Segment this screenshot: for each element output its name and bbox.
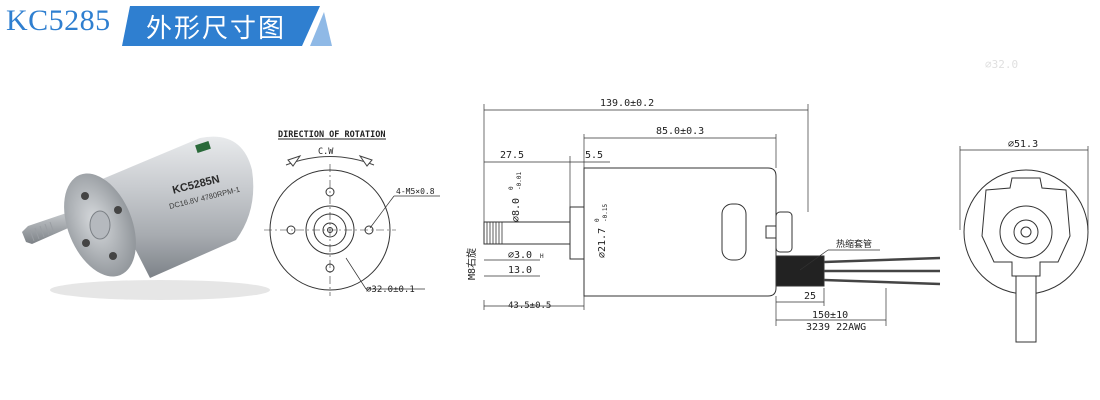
mount-dist: 43.5±0.5 bbox=[508, 301, 551, 311]
shaft-dia-tol-lower: -0.01 bbox=[516, 172, 523, 190]
flat-dia-tol: H bbox=[540, 253, 544, 260]
rotation-label: C.W bbox=[318, 147, 334, 157]
shaft-dia-tol-upper: 0 bbox=[508, 186, 515, 190]
flat-length: 13.0 bbox=[508, 265, 532, 276]
boss-dia-tol-upper: 0 bbox=[594, 218, 601, 222]
shaft-length: 27.5 bbox=[500, 150, 524, 161]
wire-spec: 3239 22AWG bbox=[806, 322, 866, 333]
body-length: 85.0±0.3 bbox=[656, 126, 704, 137]
boss-length: 5.5 bbox=[585, 150, 603, 161]
sleeve-label: 热缩套管 bbox=[836, 238, 872, 250]
model-number: KC5285 bbox=[6, 4, 111, 37]
faint-text: ⌀32.0 bbox=[985, 58, 1018, 71]
header: KC5285 外形尺寸图 bbox=[0, 0, 1100, 48]
front-diameter: ⌀32.0±0.1 bbox=[366, 285, 415, 295]
overall-length: 139.0±0.2 bbox=[600, 98, 654, 109]
side-view: 139.0±0.2 85.0±0.3 27.5 5.5 43.5±0.5 13.… bbox=[465, 98, 941, 333]
front-view: DIRECTION OF ROTATION C.W 4-M5×0.8 ⌀32.0… bbox=[264, 130, 440, 296]
direction-title: DIRECTION OF ROTATION bbox=[278, 130, 385, 140]
motor-photo: KC5285N DC16.8V 4780RPM-1 bbox=[22, 136, 270, 300]
sleeve-length: 25 bbox=[804, 291, 816, 302]
holes-callout: 4-M5×0.8 bbox=[396, 187, 435, 196]
flat-dia: ⌀3.0 bbox=[508, 250, 532, 261]
boss-dia: ⌀21.7 bbox=[597, 228, 608, 258]
title-banner bbox=[122, 6, 332, 46]
photo-can bbox=[100, 136, 254, 278]
thread-label: M8右旋 bbox=[465, 248, 478, 280]
rear-diameter: ⌀51.3 bbox=[1008, 139, 1038, 150]
page-title: 外形尺寸图 bbox=[146, 13, 287, 43]
rear-view: ⌀51.3 ⌀32.0 bbox=[959, 58, 1089, 343]
boss-dia-tol-lower: -0.15 bbox=[602, 204, 609, 222]
lead-length: 150±10 bbox=[812, 310, 848, 321]
shaft-dia: ⌀8.0 bbox=[511, 198, 522, 222]
